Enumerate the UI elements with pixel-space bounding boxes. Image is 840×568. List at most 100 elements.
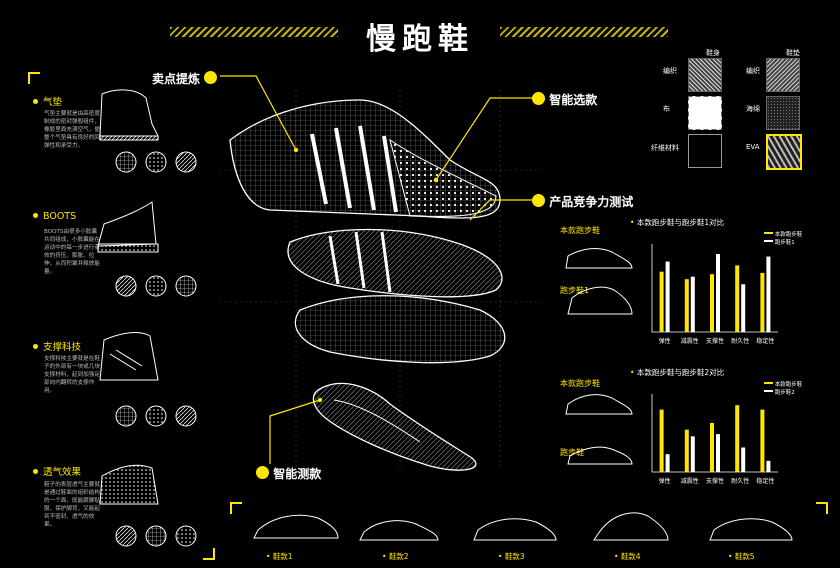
feature-title-boots: BOOTS — [33, 211, 76, 222]
shoe-sketch-breathable — [99, 464, 159, 505]
swatch-eva-sole — [766, 134, 802, 170]
bar-this-2 — [710, 422, 714, 472]
materials-col-upper: 鞋身 — [706, 49, 720, 57]
model-label-2[interactable]: • 鞋款2 — [382, 552, 409, 561]
bar-other-4 — [766, 460, 771, 472]
model-label-5[interactable]: • 鞋款5 — [728, 552, 755, 561]
swatch-sponge-sole — [766, 96, 800, 130]
feature-column-bracket-bottom — [203, 548, 215, 560]
feature-desc-breathable: 鞋子的表层透气主要就是通过鞋面的组织结构的一个面，既能跟脚贴服、保护脚背，又能起… — [44, 482, 100, 528]
detail-circle-support-3 — [175, 405, 197, 427]
shoe-upper-mesh-panel — [389, 138, 497, 218]
category-tick-label: 弹性 — [659, 477, 671, 485]
shoe-outsole — [312, 382, 477, 471]
feature-title-breathable: 透气效果 — [33, 464, 81, 478]
bar-this-1 — [684, 429, 689, 472]
leader-smart-test — [269, 399, 321, 464]
detail-circle-airbag-3 — [175, 151, 197, 173]
material-sole-label-2: 海绵 — [746, 105, 760, 113]
feature-desc-support: 支撑科技主要就是在鞋子的外部有一块或几块支撑材料，起到加强足部向内翻转的支撑作用… — [44, 356, 100, 394]
leader-smart-selection — [435, 97, 536, 181]
material-upper-label-2: 布 — [663, 105, 670, 113]
cmp2-this-label: 本款跑步鞋 — [560, 379, 600, 388]
category-tick-label: 耐久性 — [731, 337, 749, 345]
category-tick-label: 稳定性 — [756, 477, 774, 485]
shoe-sketch-support — [99, 332, 159, 381]
category-tick-label: 支撑性 — [706, 477, 724, 485]
cmp2-this-shoe — [565, 394, 633, 415]
bar-other-4 — [766, 256, 771, 332]
models-bracket-left — [230, 502, 242, 514]
detail-circle-breathable-1 — [115, 525, 137, 547]
bar-other-3 — [741, 447, 746, 472]
cmp2-other-label: 跑步鞋 — [560, 448, 584, 457]
model-shoe-4 — [593, 512, 669, 541]
shoe-sketch-boots — [97, 201, 157, 247]
cmp1-this-shoe — [565, 248, 633, 269]
callout-selling-points: 卖点提炼 — [152, 70, 218, 87]
bar-other-0 — [665, 454, 670, 472]
feature-desc-airbag: 气垫主要就是由高密度制成的密封弹般组件，橡胶里面充满空气，便整个气垫具有良好的回… — [44, 111, 100, 149]
detail-circle-breathable-2 — [145, 525, 167, 547]
category-tick-label: 弹性 — [659, 337, 671, 345]
category-tick-label: 支撑性 — [706, 337, 724, 345]
bar-this-2 — [710, 274, 714, 332]
feature-illustrations — [97, 89, 197, 547]
cmp1-other-label: 跑步鞋1 — [560, 286, 590, 295]
bar-other-1 — [690, 276, 695, 332]
feature-title-airbag: 气垫 — [33, 94, 62, 108]
leader-selling-points — [220, 75, 297, 151]
detail-circle-support-2 — [145, 405, 167, 427]
swatch-knit-upper — [688, 58, 722, 92]
bar-other-1 — [690, 436, 695, 472]
feature-column-bracket-top — [28, 72, 40, 84]
shoe-insole — [287, 228, 503, 298]
chart2-bar-chart: 弹性减震性支撑性耐久性稳定性 — [651, 394, 778, 485]
chart1-title: • 本款跑步鞋与跑步鞋1对比 — [630, 218, 725, 227]
material-sole-label-1: 编织 — [746, 67, 760, 75]
callout-smart-test: 智能测款 — [256, 465, 321, 482]
materials-col-sole: 鞋垫 — [786, 49, 800, 57]
competition-shoe-sketches — [565, 248, 633, 465]
shoe-midsole — [294, 295, 506, 364]
models-shoe-sketches — [253, 512, 793, 541]
material-sole-label-3: EVA — [746, 143, 760, 151]
bar-this-0 — [659, 409, 664, 472]
model-shoe-3 — [473, 518, 557, 541]
bar-this-4 — [760, 272, 765, 332]
bar-other-2 — [716, 434, 720, 472]
title-hatch-right — [500, 27, 668, 37]
feature-title-support: 支撑科技 — [33, 339, 81, 353]
bar-this-1 — [684, 279, 689, 332]
shoe-sketch-airbag — [99, 89, 159, 137]
models-bracket-right — [816, 502, 828, 514]
chart1-bar-chart: 弹性减震性支撑性耐久性稳定性 — [651, 244, 778, 345]
material-upper-label-3: 纤维材料 — [651, 144, 679, 152]
model-shoe-5 — [709, 518, 793, 541]
chart1-legend: 本款跑步鞋 跑步鞋1 — [764, 230, 802, 246]
bar-this-3 — [735, 265, 740, 332]
model-label-1[interactable]: • 鞋款1 — [266, 552, 293, 561]
model-label-3[interactable]: • 鞋款3 — [498, 552, 525, 561]
title-hatch-left — [170, 27, 338, 37]
leader-competitiveness — [469, 199, 536, 221]
detail-circle-boots-1 — [115, 275, 137, 297]
bar-other-2 — [716, 254, 720, 332]
detail-circle-boots-2 — [145, 275, 167, 297]
model-shoe-1 — [253, 514, 339, 539]
bar-this-0 — [659, 271, 664, 332]
feature-desc-boots: BOOTS由很多小胶囊共同组成，小胶囊能在运动中的每一步进行有效的挤压、膨胀、拉… — [44, 229, 100, 275]
model-label-4[interactable]: • 鞋款4 — [614, 552, 641, 561]
bar-this-3 — [735, 405, 740, 472]
callout-competitiveness: 产品竞争力测试 — [532, 193, 633, 210]
material-upper-label-1: 编织 — [663, 67, 677, 75]
chart2-title: • 本款跑步鞋与跑步鞋2对比 — [630, 368, 725, 377]
page-title: 慢跑鞋 — [366, 22, 474, 57]
detail-circle-airbag-2 — [145, 151, 167, 173]
bar-this-4 — [760, 409, 765, 472]
callout-smart-selection: 智能选款 — [532, 91, 597, 108]
cloth-weave — [688, 96, 722, 130]
category-tick-label: 减震性 — [681, 477, 699, 485]
swatch-fiber-upper — [688, 134, 722, 168]
